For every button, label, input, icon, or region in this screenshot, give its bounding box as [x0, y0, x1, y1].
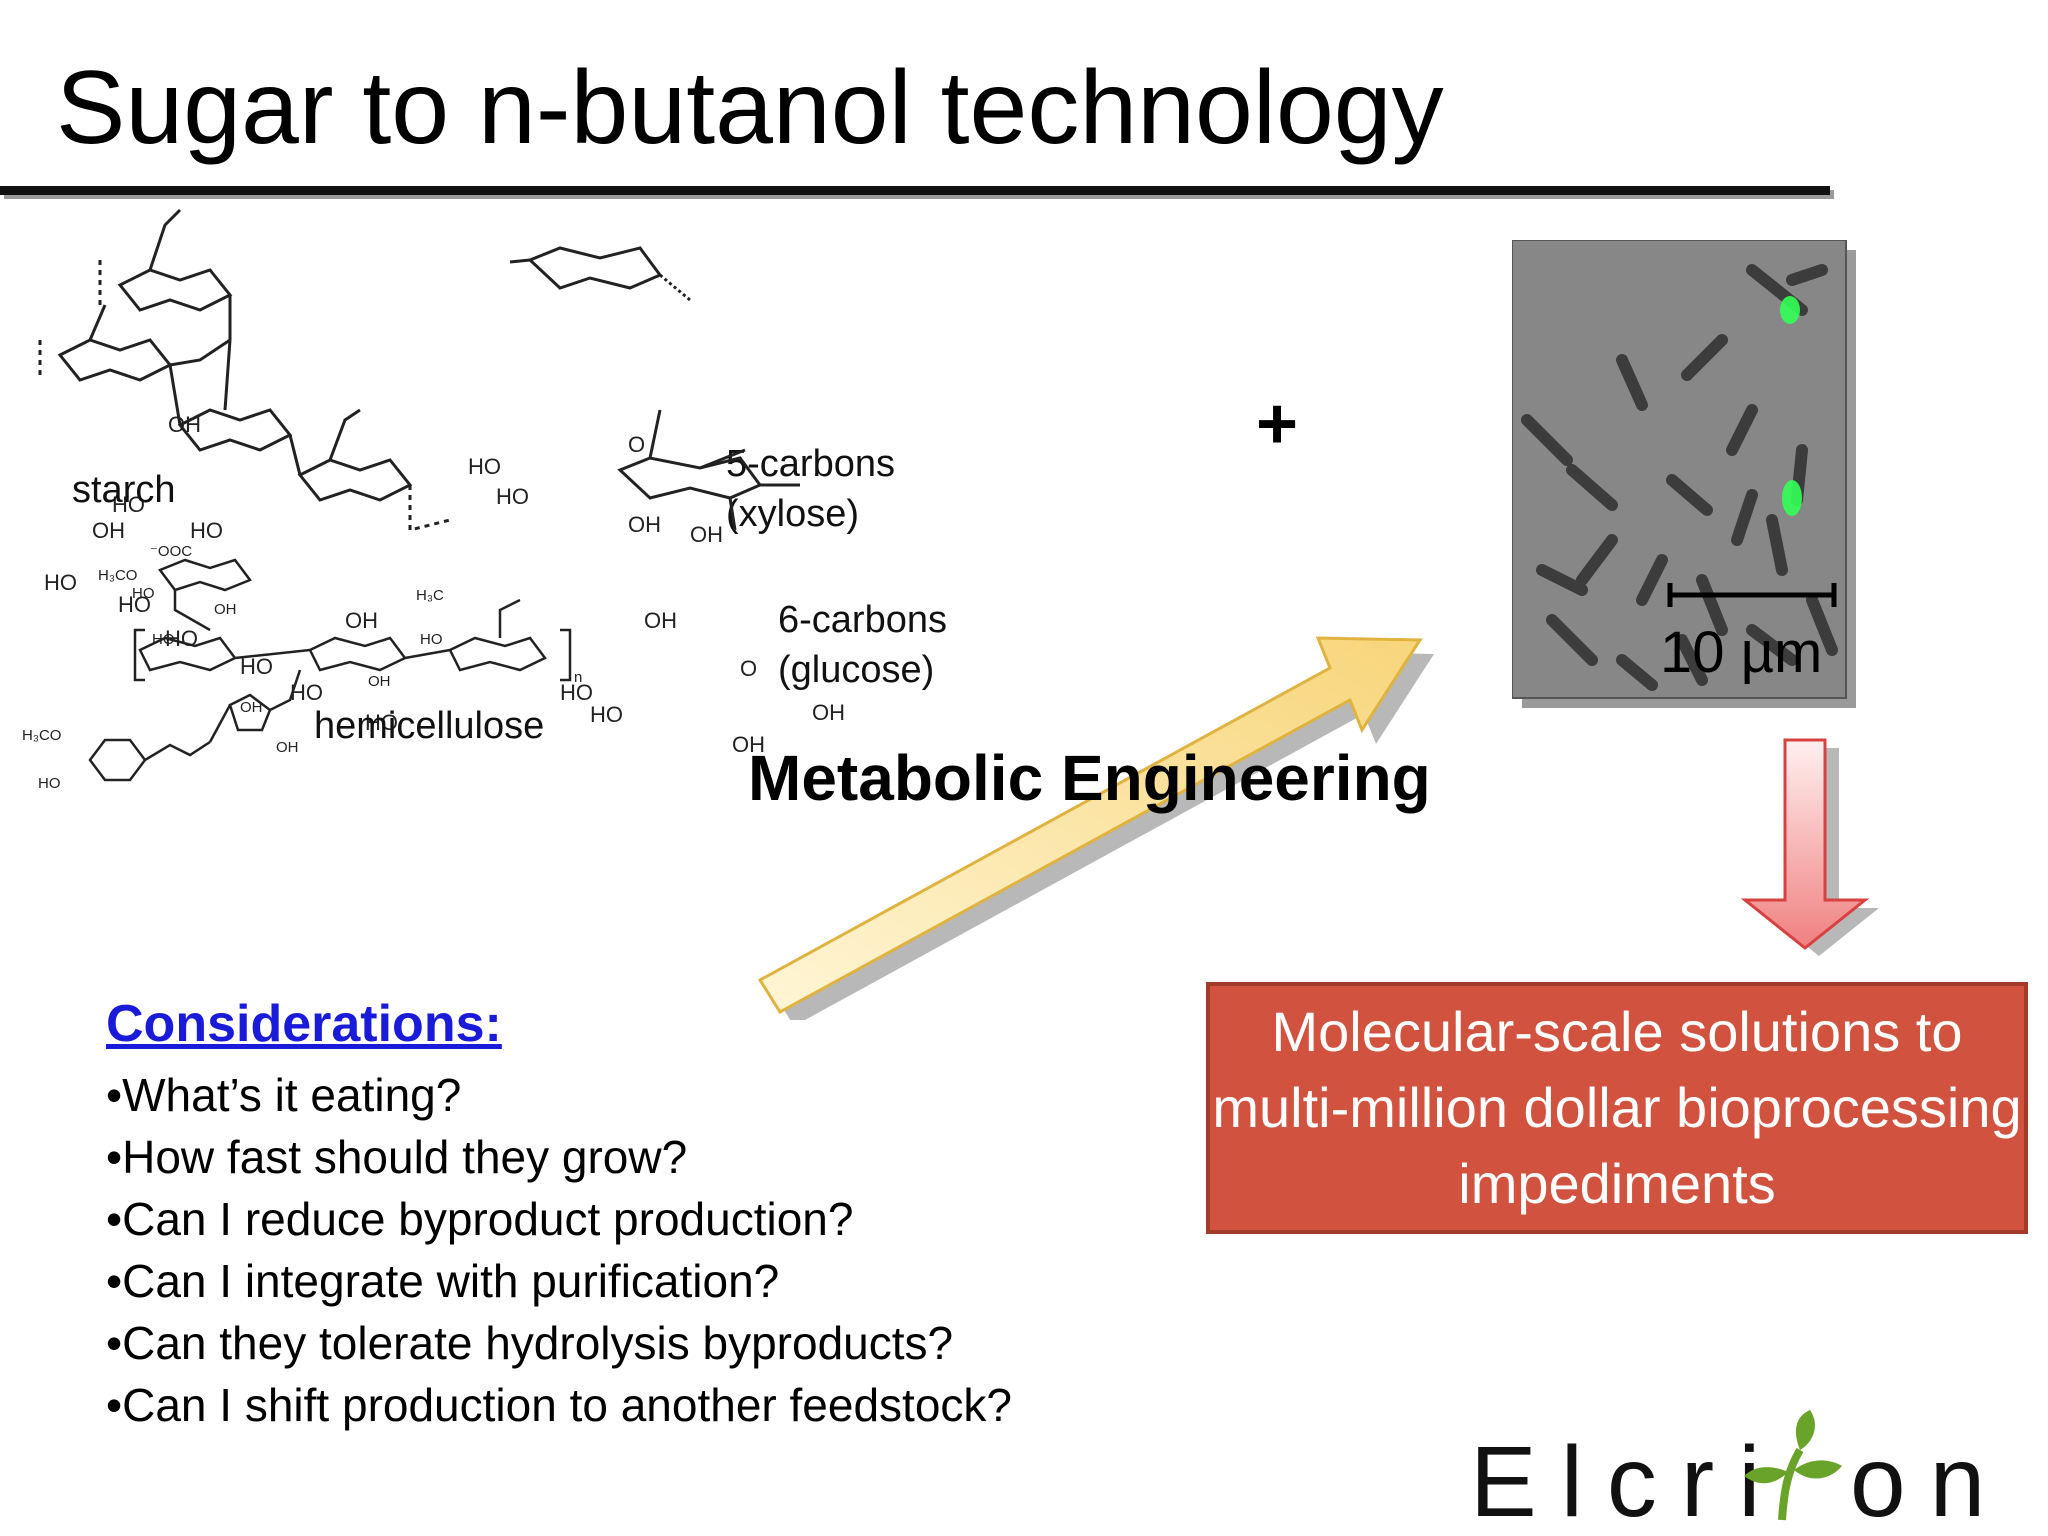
- glucose-atom-labels: OH HO HO O OH OH: [560, 608, 845, 757]
- considerations-heading: Considerations:: [106, 995, 502, 1053]
- micrograph-image: 10 µm: [1511, 239, 1856, 708]
- glucose-structure: [617, 409, 800, 531]
- hemicellulose-label: hemicellulose: [314, 705, 544, 747]
- leaf-icon: [1744, 1410, 1842, 1521]
- hemicellulose-atom-labels: ⁻OOC H₃CO HO OH HO H₃C HO OH OH OH n H₃C…: [22, 543, 582, 792]
- scale-bar-label: 10 µm: [1660, 620, 1822, 685]
- atom-label: OH: [732, 732, 765, 757]
- atom-label: OH: [240, 699, 263, 716]
- plus-sign: +: [1256, 384, 1299, 464]
- logo-text-right: on: [1850, 1426, 2009, 1536]
- bacteria-cells: [1521, 264, 1838, 691]
- atom-label: HO: [365, 710, 398, 735]
- result-box: Molecular-scale solutions to multi-milli…: [1206, 982, 2028, 1234]
- atom-label: O: [628, 432, 645, 457]
- atom-label: OH: [628, 512, 661, 537]
- atom-label: OH: [214, 601, 237, 618]
- hemicellulose-structure: ⁻OOC H₃CO HO OH HO H₃C HO OH OH OH n H₃C…: [22, 543, 582, 792]
- atom-label: OH: [345, 608, 378, 633]
- metabolic-engineering-arrow: [757, 636, 1434, 1020]
- down-arrow: [1740, 738, 1879, 956]
- atom-label: OH: [690, 522, 723, 547]
- atom-label: OH: [368, 673, 391, 690]
- atom-label: HO: [38, 775, 61, 792]
- atom-label: HO: [560, 680, 593, 705]
- list-item: What’s it eating?: [106, 1064, 1012, 1126]
- atom-label: HO: [496, 484, 529, 509]
- atom-label: ⁻OOC: [150, 543, 192, 560]
- atom-label: n: [574, 669, 582, 686]
- atom-label: OH: [644, 608, 677, 633]
- fluorescent-cells: [1780, 296, 1802, 516]
- logo-text-left: Elcri: [1470, 1426, 1784, 1536]
- title-underline: [0, 186, 1830, 195]
- metabolic-engineering-label: Metabolic Engineering: [748, 742, 1431, 814]
- atom-label: HO: [590, 702, 623, 727]
- xylose-structure: [509, 246, 691, 302]
- sugar-structures: OH HO OH HO HO HO HO HO HO OH HO starch …: [38, 208, 947, 757]
- atom-label: O: [740, 656, 757, 681]
- list-item: Can I reduce byproduct production?: [106, 1188, 1012, 1250]
- list-item: Can they tolerate hydrolysis byproducts?: [106, 1312, 1012, 1374]
- xylose-line1: 5-carbons: [726, 443, 895, 485]
- atom-label: OH: [812, 700, 845, 725]
- glucose-line1: 6-carbons: [778, 599, 947, 641]
- atom-label: HO: [152, 631, 175, 648]
- result-text: Molecular-scale solutions to multi-milli…: [1212, 1000, 2022, 1215]
- bacteria-micrograph: 10 µm: [1511, 239, 1856, 708]
- atom-label: HO: [190, 518, 223, 543]
- slide-title: Sugar to n-butanol technology: [56, 50, 1444, 166]
- glucose-line2: (glucose): [778, 649, 934, 691]
- starch-label: starch: [72, 469, 175, 511]
- atom-label: OH: [276, 739, 299, 756]
- atom-label: HO: [118, 592, 151, 617]
- atom-label: HO: [44, 570, 77, 595]
- xylose-line2: (xylose): [726, 493, 859, 535]
- atom-label: H₃C: [416, 587, 444, 604]
- atom-label: HO: [420, 631, 443, 648]
- starch-structure: [38, 208, 451, 532]
- scale-bar: [1667, 583, 1837, 607]
- considerations-list: What’s it eating? How fast should they g…: [106, 1064, 1012, 1436]
- atom-label: HO: [132, 585, 155, 602]
- list-item: Can I shift production to another feedst…: [106, 1374, 1012, 1436]
- xylose-atom-labels: HO HO O OH OH: [468, 432, 723, 547]
- elcrion-logo: Elcri on: [1470, 1410, 2009, 1536]
- atom-label: OH: [92, 518, 125, 543]
- atom-label: H₃CO: [22, 727, 61, 744]
- atom-label: HO: [468, 454, 501, 479]
- list-item: How fast should they grow?: [106, 1126, 1012, 1188]
- atom-label: HO: [240, 654, 273, 679]
- list-item: Can I integrate with purification?: [106, 1250, 1012, 1312]
- atom-label: HO: [112, 492, 145, 517]
- atom-label: OH: [168, 412, 201, 437]
- atom-label: H₃CO: [98, 567, 137, 584]
